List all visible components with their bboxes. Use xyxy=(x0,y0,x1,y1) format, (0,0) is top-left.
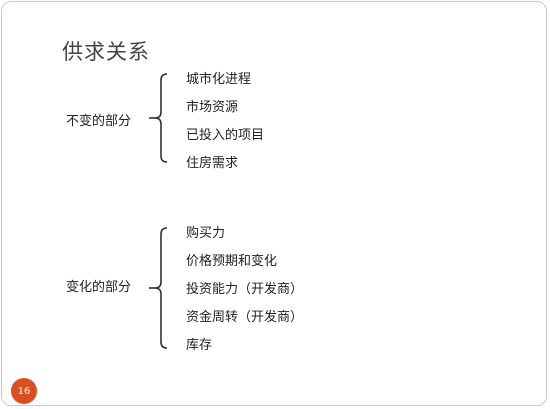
brace-changed xyxy=(149,227,168,349)
list-item: 住房需求 xyxy=(186,156,239,171)
list-item: 已投入的项目 xyxy=(186,128,265,143)
list-item: 市场资源 xyxy=(186,100,239,115)
list-item: 投资能力（开发商） xyxy=(186,282,304,297)
brace-unchanged xyxy=(149,73,168,163)
group-label-unchanged: 不变的部分 xyxy=(66,114,132,129)
slide-number-badge: 16 xyxy=(11,378,37,404)
list-item: 购买力 xyxy=(186,226,226,241)
list-item: 价格预期和变化 xyxy=(186,254,278,269)
slide-title: 供求关系 xyxy=(62,40,150,64)
list-item: 资金周转（开发商） xyxy=(186,310,304,325)
list-item: 城市化进程 xyxy=(186,72,252,87)
group-label-changed: 变化的部分 xyxy=(66,280,132,295)
list-item: 库存 xyxy=(186,338,213,353)
